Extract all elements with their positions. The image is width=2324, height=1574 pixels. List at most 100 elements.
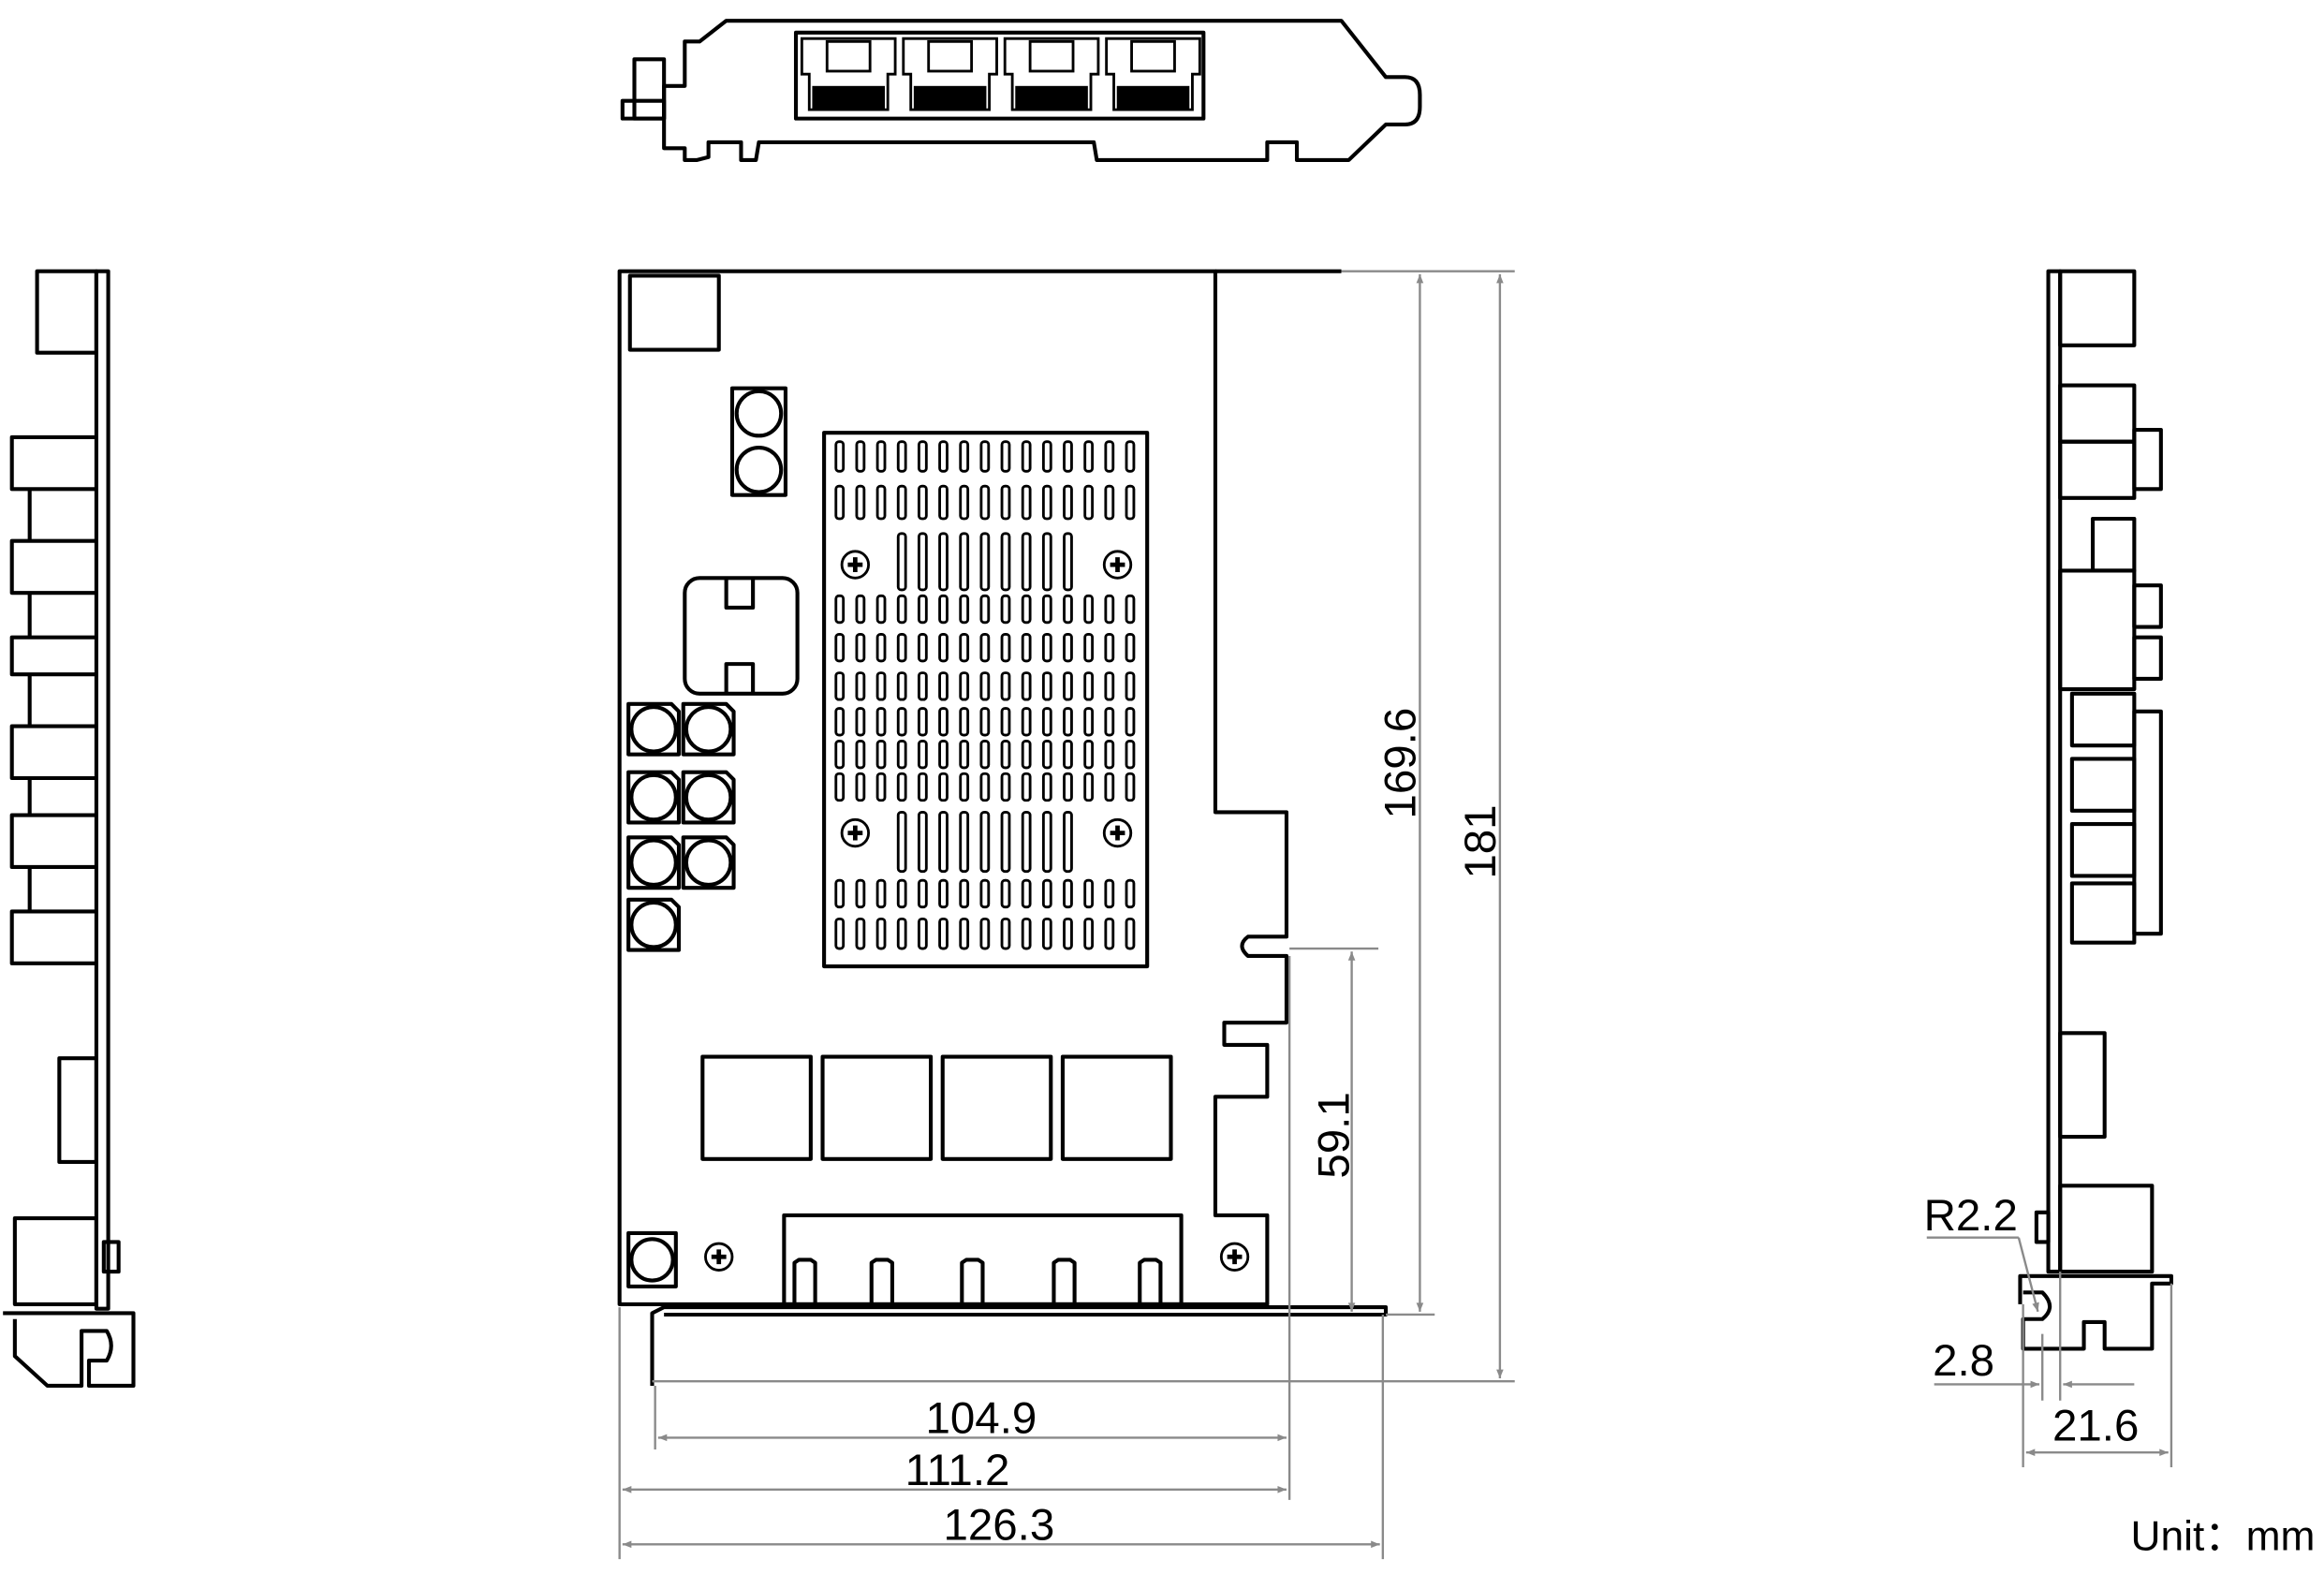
screw-icon xyxy=(840,550,871,580)
capacitor xyxy=(681,701,736,757)
heatsink-fin xyxy=(1125,707,1136,737)
heatsink-fin xyxy=(1041,671,1052,701)
heatsink-fin xyxy=(1063,917,1073,950)
screw-cross xyxy=(1227,1249,1243,1265)
heatsink-fin xyxy=(1083,772,1095,802)
heatsink-fin xyxy=(979,917,991,950)
heatsink-fin xyxy=(1041,594,1052,625)
heatsink-fin xyxy=(938,772,949,802)
screw-cross xyxy=(711,1249,727,1265)
screw-head xyxy=(840,817,871,848)
heatsink-fin xyxy=(1021,707,1032,737)
heatsink-fin xyxy=(855,878,866,909)
heatsink-fin xyxy=(1041,810,1052,874)
screw-icon xyxy=(704,1242,734,1272)
heatsink-fin xyxy=(1104,740,1115,770)
heatsink-fin xyxy=(1063,532,1073,592)
heatsink-fin xyxy=(1063,878,1073,909)
heatsink-fin xyxy=(896,633,907,663)
transformer xyxy=(700,1054,813,1161)
heatsink-fin xyxy=(875,633,887,663)
capacitor-base xyxy=(626,897,682,952)
heatsink-fin xyxy=(1000,878,1011,909)
screw-icon xyxy=(1219,1242,1250,1272)
heatsink-fin xyxy=(1021,484,1032,521)
heatsink-fin xyxy=(917,440,928,473)
heatsink-fin xyxy=(979,707,991,737)
heatsink-fin xyxy=(1125,740,1136,770)
heatsink-fin xyxy=(1021,878,1032,909)
screw-head xyxy=(1102,817,1133,848)
heatsink-fin xyxy=(1063,594,1073,625)
heatsink-fin xyxy=(938,532,949,592)
heatsink-fin xyxy=(834,772,846,802)
screw-cross xyxy=(1110,825,1125,841)
heatsink-fin xyxy=(1125,671,1136,701)
heatsink-fin xyxy=(938,594,949,625)
heatsink-fin xyxy=(1125,917,1136,950)
screw-head xyxy=(1102,550,1133,580)
heatsink-fin xyxy=(896,878,907,909)
capacitor-top xyxy=(629,900,678,949)
heatsink-fin xyxy=(1083,633,1095,663)
heatsink-fin xyxy=(979,594,991,625)
connector-tab xyxy=(792,1258,817,1304)
rj45-contacts xyxy=(1116,85,1190,110)
capacitor xyxy=(626,701,682,757)
heatsink-fin xyxy=(1104,440,1115,473)
heatsink-fin xyxy=(959,532,970,592)
capacitor-top xyxy=(684,772,733,822)
front-view xyxy=(617,269,1389,1386)
heatsink-fin xyxy=(855,707,866,737)
heatsink-fin xyxy=(979,878,991,909)
heatsink-fin xyxy=(1041,878,1052,909)
heatsink-fin xyxy=(959,740,970,770)
capacitor-base xyxy=(626,701,682,757)
heatsink-fin xyxy=(1000,594,1011,625)
heatsink-fin xyxy=(896,772,907,802)
dim-169-6: 169.6 xyxy=(1376,708,1426,819)
heatsink-fin xyxy=(917,810,928,874)
heatsink-fin xyxy=(1041,917,1052,950)
rj45-contacts xyxy=(812,85,886,110)
heatsink-fin xyxy=(938,440,949,473)
heatsink-fin xyxy=(959,594,970,625)
capacitor-base xyxy=(681,835,736,890)
heatsink-fin xyxy=(1041,772,1052,802)
heatsink-fin xyxy=(917,671,928,701)
heatsink-fin xyxy=(875,594,887,625)
connector-tab xyxy=(1052,1258,1077,1304)
heatsink-fin xyxy=(979,440,991,473)
heatsink-fin xyxy=(1063,484,1073,521)
rj45-outline xyxy=(902,37,998,111)
capacitor xyxy=(681,835,736,890)
heatsink-fin xyxy=(875,740,887,770)
heatsink-fin xyxy=(959,707,970,737)
heatsink-fin xyxy=(1000,484,1011,521)
screw-icon xyxy=(1102,550,1133,580)
heatsink-fin xyxy=(1104,633,1115,663)
rj45-contacts xyxy=(913,85,987,110)
heatsink-fin xyxy=(834,440,846,473)
heatsink-fin xyxy=(1125,440,1136,473)
heatsink-fin xyxy=(938,878,949,909)
capacitor xyxy=(626,770,682,825)
heatsink-fin xyxy=(1021,917,1032,950)
heatsink-fin xyxy=(917,772,928,802)
rj45-latch xyxy=(927,39,974,73)
heatsink-fin xyxy=(959,772,970,802)
rj45-port xyxy=(902,37,998,111)
heatsink-fin xyxy=(834,633,846,663)
heatsink-fin xyxy=(896,707,907,737)
heatsink-fin xyxy=(938,740,949,770)
heatsink-fin xyxy=(938,810,949,874)
rj45-latch xyxy=(1028,39,1075,73)
heatsink-fin xyxy=(1104,594,1115,625)
heatsink-fin xyxy=(875,707,887,737)
connector-tab xyxy=(960,1258,985,1304)
heatsink-fin xyxy=(1021,810,1032,874)
capacitor-base xyxy=(626,770,682,825)
heatsink-fin xyxy=(1083,878,1095,909)
heatsink-fin xyxy=(1083,917,1095,950)
